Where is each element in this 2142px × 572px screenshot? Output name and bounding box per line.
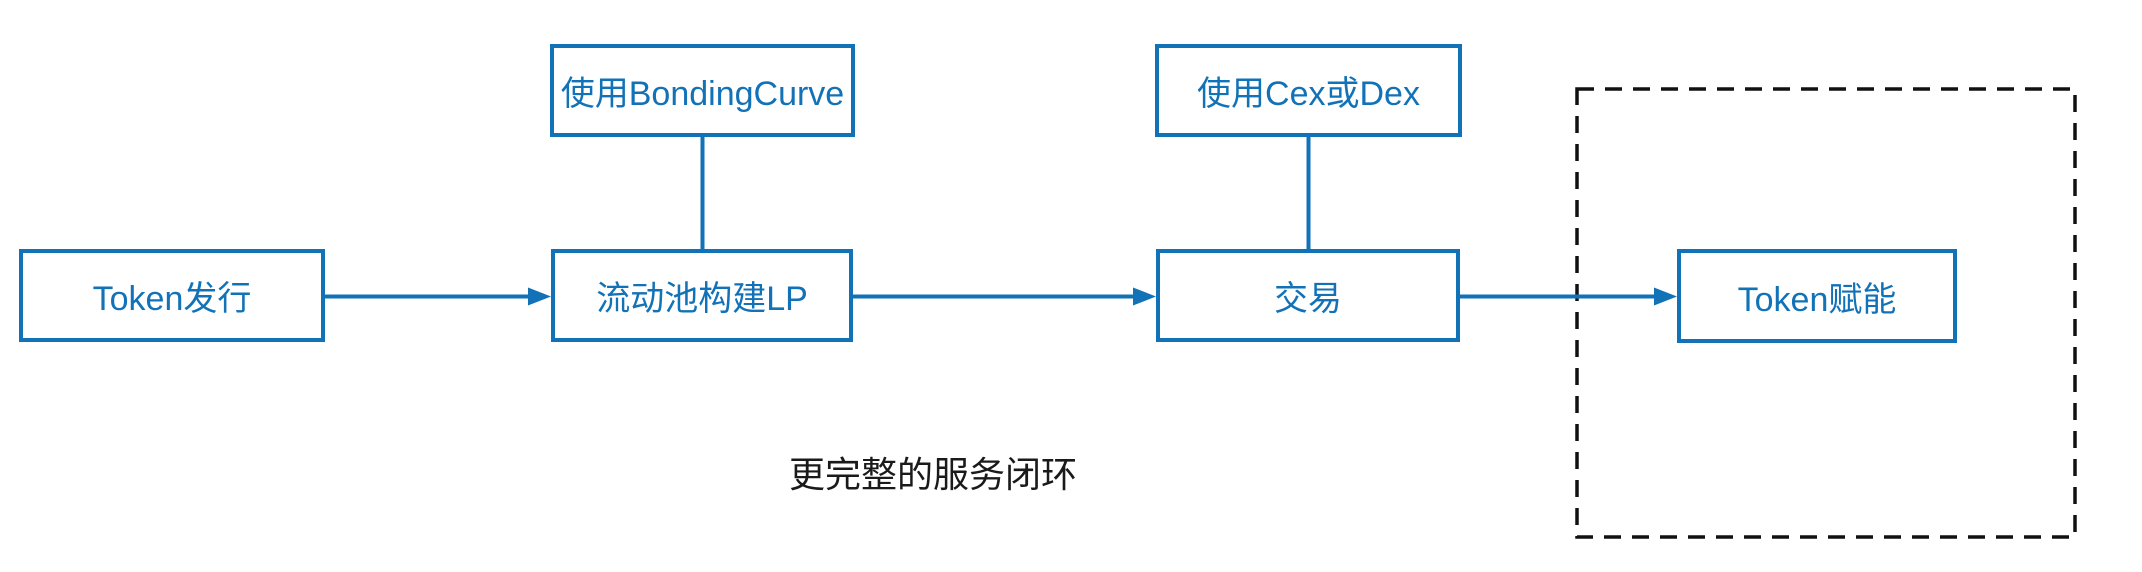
node-trade-label: 交易 — [1274, 280, 1342, 318]
node-token-issuance: Token发行 — [19, 249, 325, 342]
diagram-caption: 更完整的服务闭环 — [789, 454, 1078, 495]
node-bonding-curve-label: 使用BondingCurve — [560, 75, 845, 113]
node-lp-pool: 流动池构建LP — [551, 249, 853, 342]
node-lp-pool-label: 流动池构建LP — [596, 280, 808, 318]
node-token-empowerment-label: Token赋能 — [1737, 280, 1897, 319]
node-trade: 交易 — [1156, 249, 1460, 342]
node-cex-dex-label: 使用Cex或Dex — [1197, 75, 1420, 113]
node-token-issuance-label: Token发行 — [92, 280, 252, 318]
dashed-boundary-box — [1575, 87, 2077, 539]
node-token-empowerment: Token赋能 — [1677, 249, 1957, 343]
node-bonding-curve: 使用BondingCurve — [550, 44, 855, 137]
node-cex-dex: 使用Cex或Dex — [1155, 44, 1462, 137]
